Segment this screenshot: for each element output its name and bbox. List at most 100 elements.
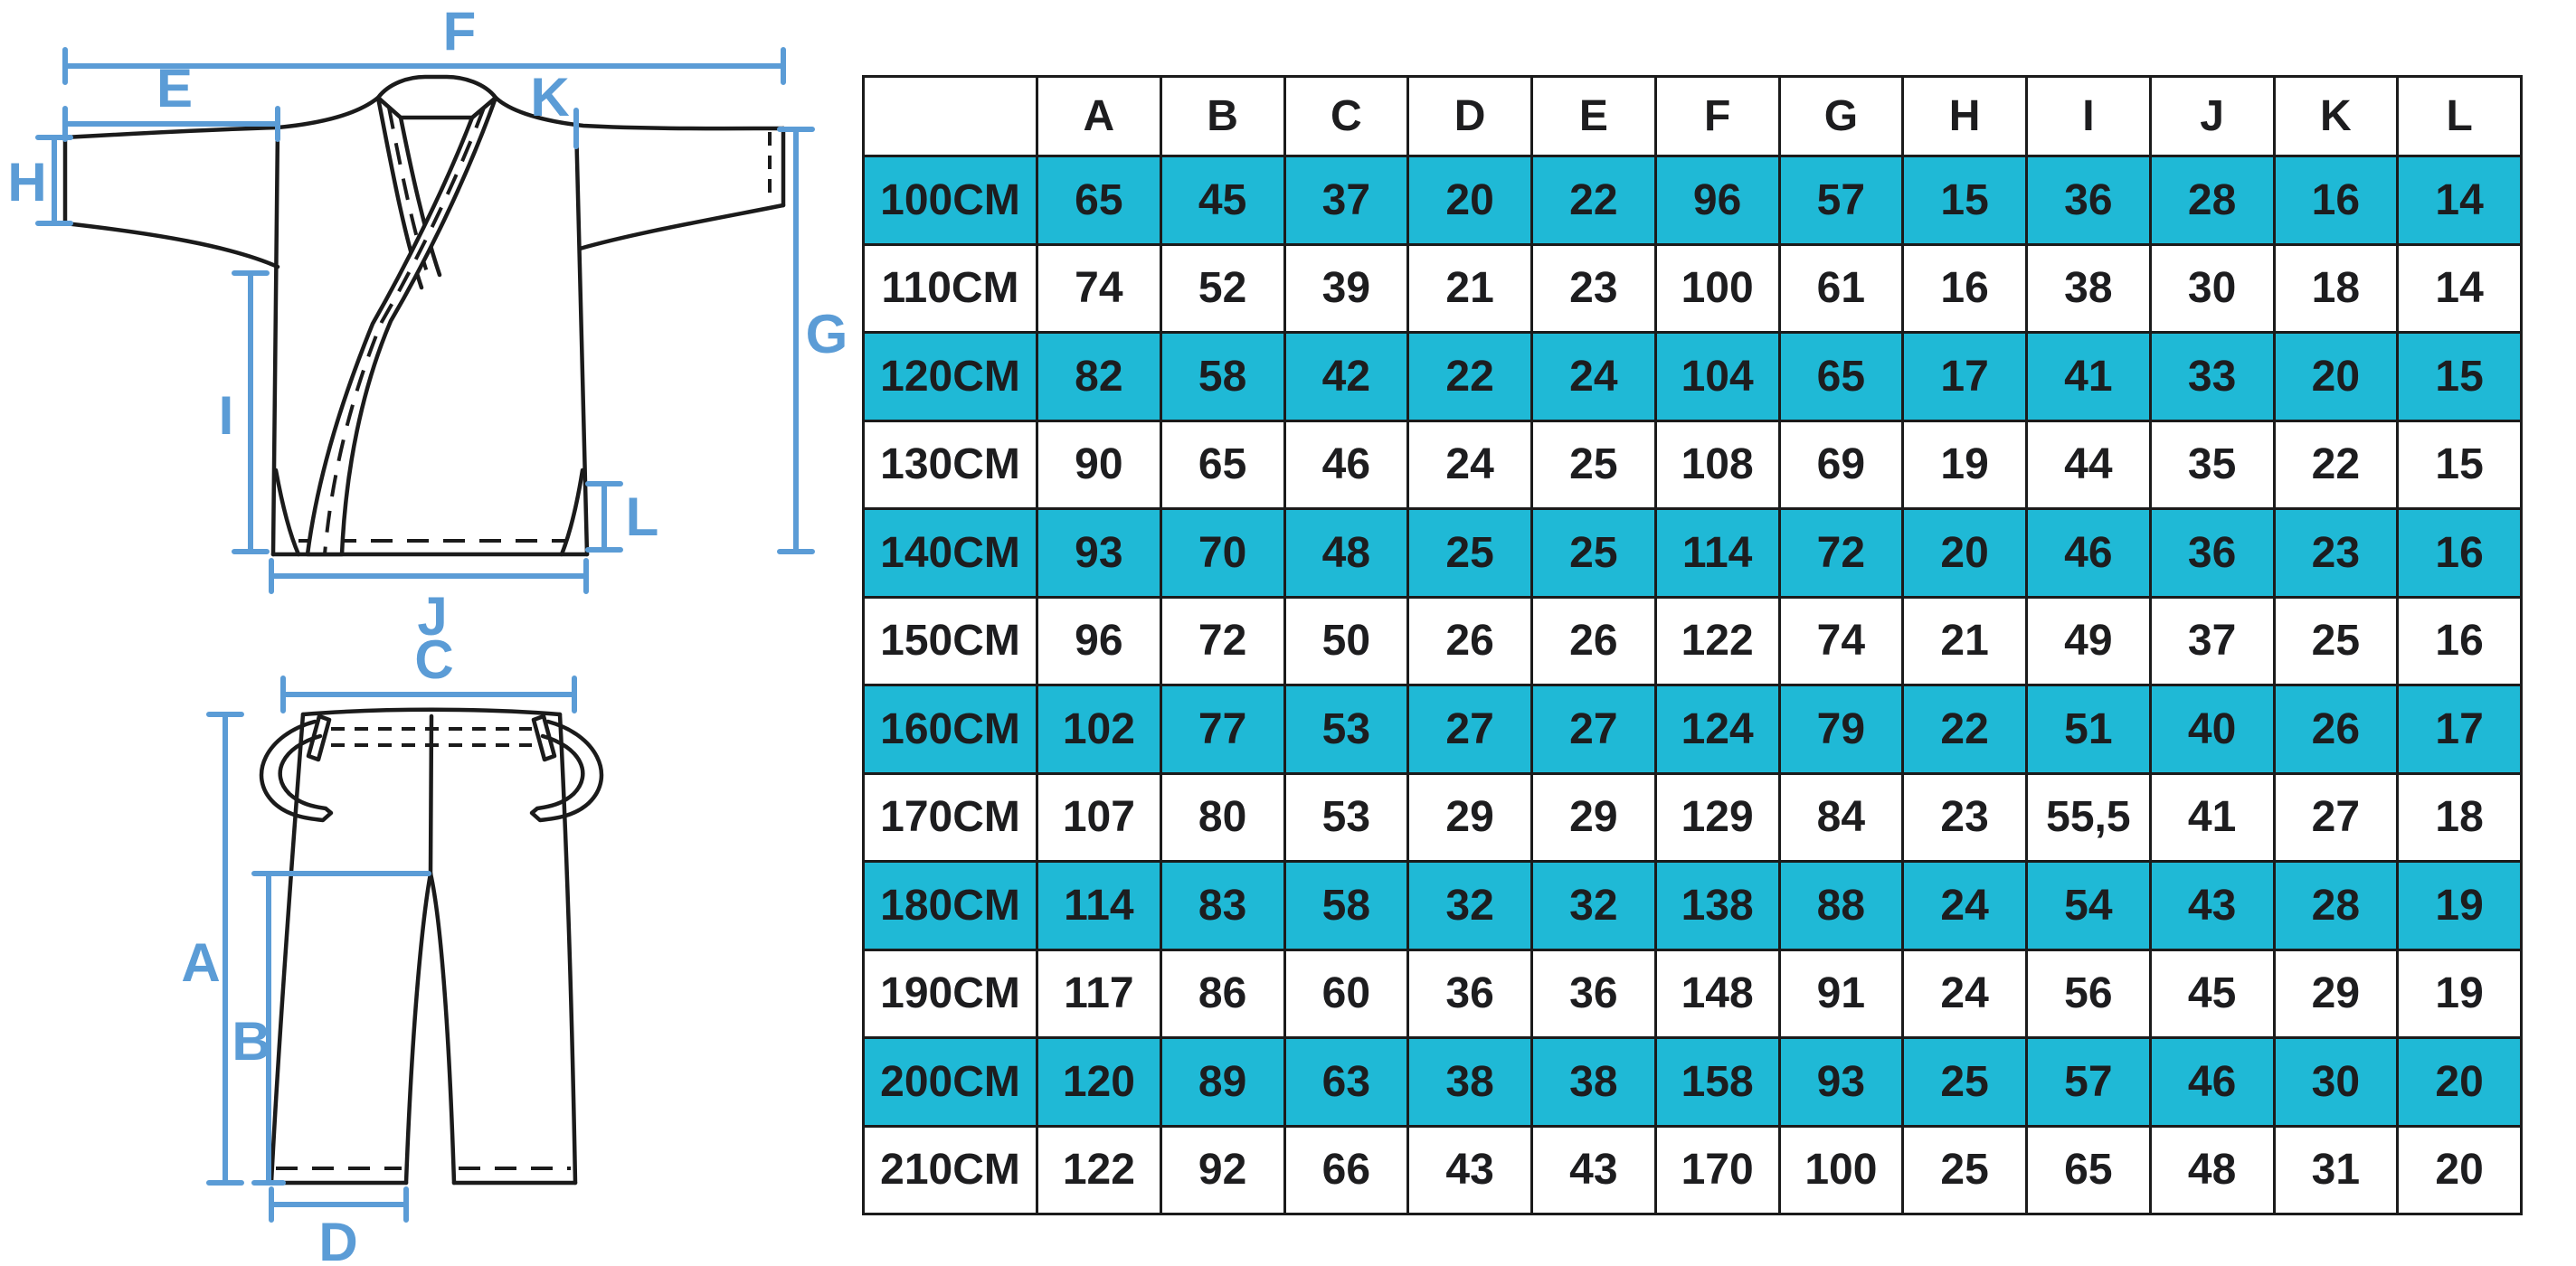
col-header-E: E (1530, 75, 1657, 157)
value-cell-L: 19 (2396, 948, 2523, 1039)
jacket-left-side (270, 124, 280, 557)
pants-right-tie (529, 719, 604, 823)
jacket-right-lapel (305, 95, 498, 557)
value-cell-H: 21 (1901, 595, 2028, 686)
col-header-C: C (1283, 75, 1410, 157)
value-cell-L: 19 (2396, 860, 2523, 951)
dim-label-K: K (530, 67, 569, 128)
value-cell-C: 48 (1283, 507, 1410, 599)
value-cell-D: 21 (1406, 242, 1533, 334)
value-cell-G: 79 (1777, 684, 1905, 775)
row-label: 180CM (862, 860, 1038, 951)
value-cell-C: 58 (1283, 860, 1410, 951)
value-cell-H: 17 (1901, 331, 2028, 422)
row-label: 110CM (862, 242, 1038, 334)
value-cell-L: 18 (2396, 771, 2523, 863)
value-cell-A: 93 (1036, 507, 1162, 599)
value-cell-L: 15 (2396, 331, 2523, 422)
value-cell-E: 38 (1530, 1036, 1657, 1128)
value-cell-L: 14 (2396, 155, 2523, 246)
jacket-dim-H: H (7, 135, 73, 226)
row-label: 210CM (862, 1124, 1038, 1215)
value-cell-K: 28 (2272, 860, 2400, 951)
value-cell-C: 66 (1283, 1124, 1410, 1215)
value-cell-B: 70 (1159, 507, 1286, 599)
value-cell-J: 35 (2148, 419, 2276, 510)
value-cell-B: 72 (1159, 595, 1286, 686)
value-cell-K: 22 (2272, 419, 2400, 510)
jacket-diagram: F E K H G I L (7, 1, 848, 647)
value-cell-J: 40 (2148, 684, 2276, 775)
value-cell-D: 26 (1406, 595, 1533, 686)
row-label: 190CM (862, 948, 1038, 1039)
value-cell-A: 120 (1036, 1036, 1162, 1128)
col-header-B: B (1159, 75, 1286, 157)
jacket-collar (375, 74, 498, 120)
value-cell-G: 88 (1777, 860, 1905, 951)
value-cell-C: 37 (1283, 155, 1410, 246)
value-cell-F: 170 (1653, 1124, 1781, 1215)
jacket-dim-E: E (62, 58, 280, 142)
pants-right-leg-outer (557, 712, 578, 1186)
value-cell-K: 20 (2272, 331, 2400, 422)
value-cell-J: 48 (2148, 1124, 2276, 1215)
jacket-right-sleeve-top (493, 95, 786, 131)
jacket-dim-K: K (530, 67, 579, 149)
value-cell-H: 25 (1901, 1036, 2028, 1128)
value-cell-K: 31 (2272, 1124, 2400, 1215)
row-label: 120CM (862, 331, 1038, 422)
value-cell-J: 33 (2148, 331, 2276, 422)
value-cell-F: 100 (1653, 242, 1781, 334)
value-cell-L: 20 (2396, 1036, 2523, 1128)
value-cell-E: 23 (1530, 242, 1657, 334)
value-cell-D: 38 (1406, 1036, 1533, 1128)
pants-left-leg-outer (269, 712, 306, 1186)
value-cell-B: 86 (1159, 948, 1286, 1039)
garment-diagrams: F E K H G I L (7, 1, 848, 1266)
value-cell-H: 25 (1901, 1124, 2028, 1215)
value-cell-L: 14 (2396, 242, 2523, 334)
value-cell-I: 57 (2025, 1036, 2152, 1128)
value-cell-B: 92 (1159, 1124, 1286, 1215)
value-cell-B: 65 (1159, 419, 1286, 510)
value-cell-I: 49 (2025, 595, 2152, 686)
value-cell-E: 29 (1530, 771, 1657, 863)
value-cell-G: 69 (1777, 419, 1905, 510)
value-cell-I: 41 (2025, 331, 2152, 422)
value-cell-E: 25 (1530, 419, 1657, 510)
jacket-right-sleeve-bottom (577, 203, 786, 251)
value-cell-H: 15 (1901, 155, 2028, 246)
pants-left-tie (259, 719, 334, 823)
dim-label-E: E (156, 58, 193, 118)
value-cell-I: 36 (2025, 155, 2152, 246)
dim-label-H: H (7, 152, 46, 213)
value-cell-E: 43 (1530, 1124, 1657, 1215)
value-cell-C: 50 (1283, 595, 1410, 686)
dim-label-L: L (626, 487, 659, 547)
value-cell-G: 84 (1777, 771, 1905, 863)
value-cell-C: 63 (1283, 1036, 1410, 1128)
value-cell-A: 102 (1036, 684, 1162, 775)
value-cell-A: 74 (1036, 242, 1162, 334)
value-cell-K: 29 (2272, 948, 2400, 1039)
dim-label-D: D (318, 1212, 357, 1266)
row-label: 150CM (862, 595, 1038, 686)
jacket-dim-L: L (585, 481, 659, 553)
value-cell-C: 53 (1283, 771, 1410, 863)
value-cell-I: 65 (2025, 1124, 2152, 1215)
value-cell-I: 38 (2025, 242, 2152, 334)
value-cell-B: 77 (1159, 684, 1286, 775)
pants-waist (300, 707, 563, 717)
value-cell-H: 20 (1901, 507, 2028, 599)
value-cell-A: 65 (1036, 155, 1162, 246)
value-cell-H: 23 (1901, 771, 2028, 863)
